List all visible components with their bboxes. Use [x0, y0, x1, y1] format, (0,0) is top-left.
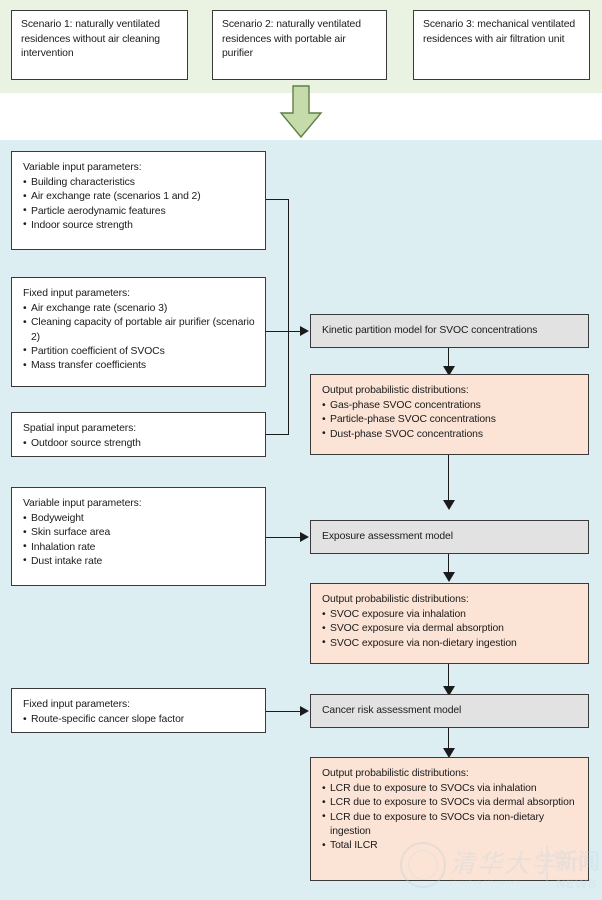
list-item: LCR due to exposure to SVOCs via non-die…	[322, 810, 578, 839]
input-list: Outdoor source strength	[23, 437, 255, 451]
output-box-cancer-risk: Output probabilistic distributions: LCR …	[310, 757, 589, 881]
list-item: Outdoor source strength	[23, 437, 255, 451]
input-list: Bodyweight Skin surface area Inhalation …	[23, 512, 255, 569]
scenario-label-2: Scenario 2: naturally ventilated residen…	[222, 19, 361, 60]
model-label: Kinetic partition model for SVOC concent…	[322, 324, 538, 336]
list-item: Air exchange rate (scenario 3)	[23, 302, 255, 316]
list-item: SVOC exposure via non-dietary ingestion	[322, 636, 578, 651]
input-list: Air exchange rate (scenario 3) Cleaning …	[23, 302, 255, 373]
list-item: Mass transfer coefficients	[23, 359, 255, 373]
scenario-label-3: Scenario 3: mechanical ventilated reside…	[423, 19, 576, 45]
scenario-box-3: Scenario 3: mechanical ventilated reside…	[413, 10, 590, 80]
list-item: Particle aerodynamic features	[23, 204, 255, 219]
output-list: SVOC exposure via inhalation SVOC exposu…	[322, 608, 578, 651]
connector-to-kinetic-model	[288, 331, 302, 333]
list-item: Indoor source strength	[23, 218, 255, 233]
output-box-header: Output probabilistic distributions:	[322, 385, 469, 396]
arrow-head-output1-to-exposure	[443, 500, 455, 510]
model-box-exposure-assessment: Exposure assessment model	[310, 520, 589, 554]
arrow-head-cancer-to-output3	[443, 748, 455, 758]
input-box-header: Fixed input parameters:	[23, 288, 130, 299]
list-item: Inhalation rate	[23, 540, 255, 555]
arrow-head-output2-to-cancer	[443, 686, 455, 696]
input-box-header: Fixed input parameters:	[23, 699, 130, 710]
connector-stub-fixed-air	[266, 331, 289, 333]
input-box-fixed-cancer-slope: Fixed input parameters: Route-specific c…	[11, 688, 266, 733]
list-item: SVOC exposure via inhalation	[322, 608, 578, 622]
input-box-spatial-outdoor: Spatial input parameters: Outdoor source…	[11, 412, 266, 457]
input-box-header: Spatial input parameters:	[23, 423, 137, 434]
list-item: Route-specific cancer slope factor	[23, 713, 255, 727]
output-box-svoc-concentrations: Output probabilistic distributions: Gas-…	[310, 374, 589, 455]
input-box-header: Variable input parameters:	[23, 498, 142, 509]
model-label: Exposure assessment model	[322, 530, 453, 542]
down-arrow-large-icon	[277, 85, 325, 139]
list-item: LCR due to exposure to SVOCs via inhalat…	[322, 782, 578, 796]
output-list: Gas-phase SVOC concentrations Particle-p…	[322, 399, 578, 442]
list-item: SVOC exposure via dermal absorption	[322, 622, 578, 636]
output-box-header: Output probabilistic distributions:	[322, 768, 469, 779]
list-item: Total ILCR	[322, 839, 578, 853]
connector-exposure-inputs	[266, 537, 302, 539]
arrow-head-exposure-to-output2	[443, 572, 455, 582]
arrow-head-kinetic-to-output1	[443, 366, 455, 376]
connector-cancer-to-output3	[448, 728, 450, 752]
list-item: Particle-phase SVOC concentrations	[322, 413, 578, 427]
model-label: Cancer risk assessment model	[322, 704, 462, 716]
list-item: Dust intake rate	[23, 554, 255, 569]
output-box-header: Output probabilistic distributions:	[322, 594, 469, 605]
input-box-fixed-air: Fixed input parameters: Air exchange rat…	[11, 277, 266, 387]
model-box-kinetic-partition: Kinetic partition model for SVOC concent…	[310, 314, 589, 348]
list-item: Bodyweight	[23, 512, 255, 526]
connector-kinetic-to-output1	[448, 348, 450, 370]
list-item: LCR due to exposure to SVOCs via dermal …	[322, 796, 578, 810]
arrow-head-to-kinetic-model	[300, 326, 309, 336]
list-item: Gas-phase SVOC concentrations	[322, 399, 578, 413]
scenario-box-1: Scenario 1: naturally ventilated residen…	[11, 10, 188, 80]
input-list: Building characteristics Air exchange ra…	[23, 176, 255, 233]
arrow-head-to-cancer-model	[300, 706, 309, 716]
connector-bus-vertical	[288, 199, 290, 435]
connector-output1-to-exposure	[448, 455, 450, 503]
scenario-label-1: Scenario 1: naturally ventilated residen…	[21, 19, 160, 60]
list-item: Air exchange rate (scenarios 1 and 2)	[23, 190, 255, 204]
list-item: Cleaning capacity of portable air purifi…	[23, 316, 255, 344]
model-box-cancer-risk: Cancer risk assessment model	[310, 694, 589, 728]
connector-exposure-to-output2	[448, 554, 450, 576]
list-item: Dust-phase SVOC concentrations	[322, 427, 578, 442]
list-item: Building characteristics	[23, 176, 255, 190]
input-box-variable-exposure: Variable input parameters: Bodyweight Sk…	[11, 487, 266, 586]
connector-stub-variable-building	[266, 199, 289, 201]
connector-cancer-inputs	[266, 711, 302, 713]
connector-stub-spatial-outdoor	[266, 434, 289, 436]
input-box-variable-building: Variable input parameters: Building char…	[11, 151, 266, 250]
output-list: LCR due to exposure to SVOCs via inhalat…	[322, 782, 578, 853]
input-box-header: Variable input parameters:	[23, 162, 142, 173]
output-box-svoc-exposure: Output probabilistic distributions: SVOC…	[310, 583, 589, 664]
list-item: Skin surface area	[23, 526, 255, 540]
list-item: Partition coefficient of SVOCs	[23, 344, 255, 359]
connector-output2-to-cancer	[448, 664, 450, 689]
arrow-head-to-exposure-model	[300, 532, 309, 542]
scenario-box-2: Scenario 2: naturally ventilated residen…	[212, 10, 387, 80]
input-list: Route-specific cancer slope factor	[23, 713, 255, 727]
